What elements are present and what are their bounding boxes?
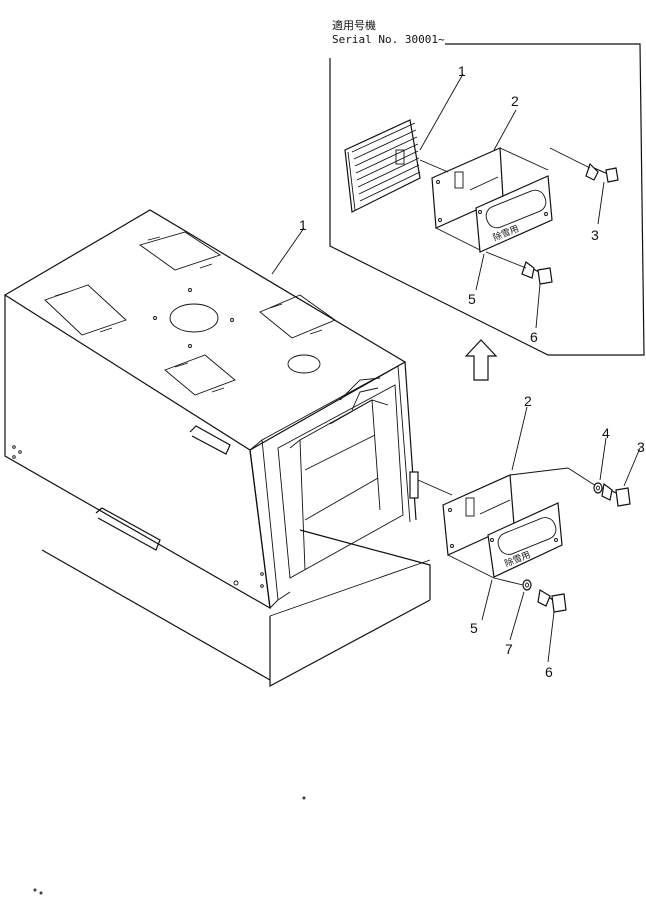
callout-main-3: 3 [637, 439, 645, 455]
callout-inset-6: 6 [530, 329, 538, 345]
inset-plate: 除雪用 [435, 147, 553, 253]
callout-main-5: 5 [470, 620, 478, 636]
callout-main-6: 6 [545, 664, 553, 680]
serial-number-label: Serial No. 30001~ [332, 33, 445, 46]
base-block [41, 529, 431, 688]
callout-main-7: 7 [505, 641, 513, 657]
main-bolt-3 [601, 482, 631, 507]
callout-inset-5: 5 [468, 291, 476, 307]
callout-main-4: 4 [602, 425, 610, 441]
applicability-label: 適用号機 [332, 18, 376, 32]
callout-main-2: 2 [524, 393, 532, 409]
inset-grille [344, 119, 421, 213]
callout-main-1: 1 [299, 217, 307, 233]
main-plate: 除雪用 [447, 467, 597, 579]
callout-inset-1: 1 [458, 63, 466, 79]
inset-bolt-3 [549, 147, 619, 183]
main-washer-7 [493, 577, 532, 591]
callout-inset-3: 3 [591, 227, 599, 243]
main-bolt-6 [537, 589, 567, 613]
hood-box [3, 209, 419, 610]
inset-frame [329, 43, 645, 356]
main-washer-4 [593, 482, 603, 494]
callout-inset-2: 2 [511, 93, 519, 109]
up-arrow-icon [464, 339, 498, 381]
inset-bolt-6 [485, 251, 553, 285]
